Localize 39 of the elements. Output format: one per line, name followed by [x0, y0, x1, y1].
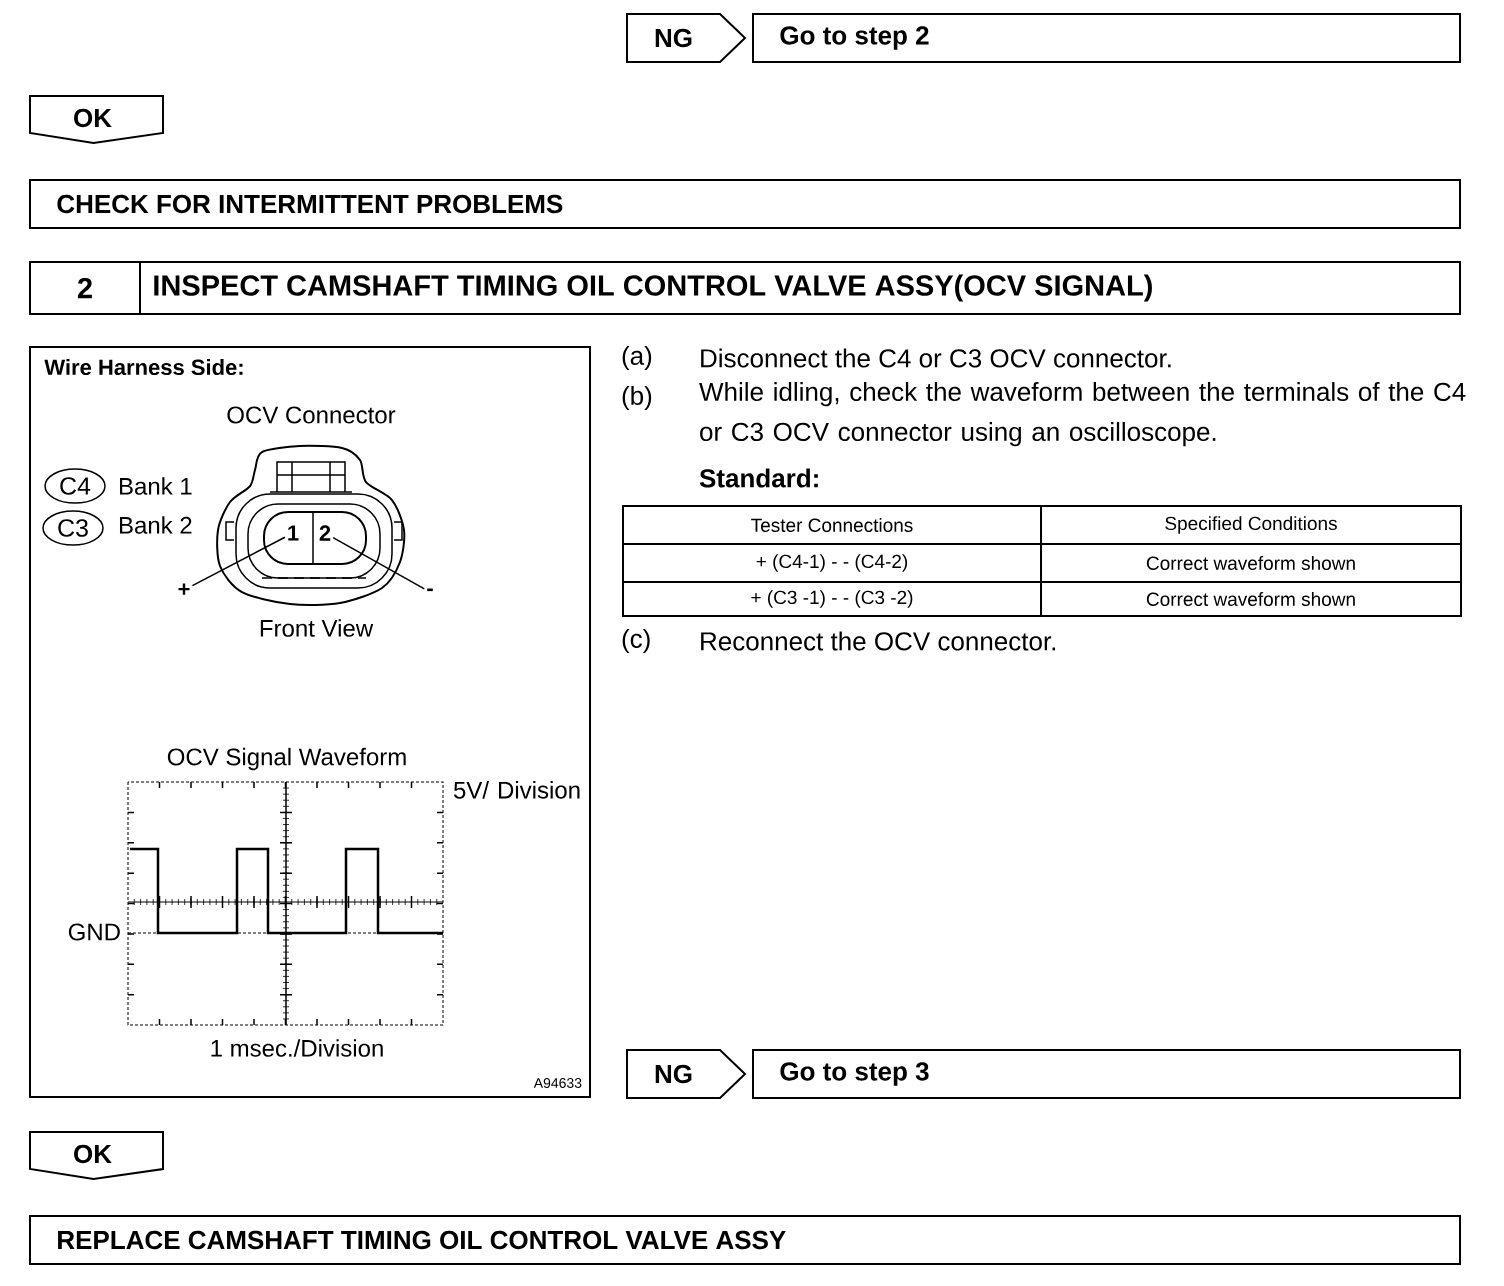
bank-label: Bank 1 — [120, 477, 192, 495]
graph-title: OCV Signal Waveform — [167, 747, 406, 771]
axis-scale-label: 1 msec./Division — [211, 1039, 383, 1057]
table-cell: + (C4-1) - - (C4-2) — [622, 543, 1042, 583]
polarity-label: + — [178, 583, 190, 595]
polarity-label: - — [427, 588, 433, 592]
connector-code: C4 — [44, 468, 106, 504]
table-cell: + (C3 -1) - - (C3 -2) — [622, 581, 1042, 617]
figure-code: A94633 — [533, 1078, 582, 1088]
result-tag: OK — [29, 95, 164, 145]
table-cell: Correct waveform shown — [1040, 543, 1462, 583]
instruction-text: While idling, check the waveform between the terminals of the C4 or C3 OCV connector using an oscilloscope. — [699, 382, 1466, 447]
pin-number: 1 — [288, 525, 299, 541]
step-letter: (c) — [622, 628, 650, 654]
bank-label: Bank 2 — [120, 516, 192, 534]
leader-line — [191, 536, 286, 587]
connector-code: C3 — [42, 510, 104, 546]
result-tag: NG — [626, 13, 747, 63]
pin-number: 2 — [319, 525, 331, 541]
table-header: Specified Conditions — [1040, 505, 1462, 545]
action-box: CHECK FOR INTERMITTENT PROBLEMS — [29, 179, 1461, 229]
axis-scale-label: 5V/ Division — [453, 781, 580, 799]
table-cell: Correct waveform shown — [1040, 581, 1462, 617]
result-tag: OK — [29, 1131, 164, 1181]
action-box: REPLACE CAMSHAFT TIMING OIL CONTROL VALVE ASSY — [29, 1215, 1461, 1265]
step-letter: (a) — [622, 345, 652, 371]
next-step-box: Go to step 2 — [752, 13, 1461, 63]
instruction-text: Reconnect the OCV connector. — [701, 631, 1056, 651]
axis-label: GND — [68, 923, 120, 941]
table-header: Tester Connections — [622, 505, 1042, 545]
view-label: Front View — [260, 619, 374, 637]
drawing-title: OCV Connector — [227, 406, 396, 424]
result-tag: NG — [626, 1049, 747, 1099]
step-letter: (b) — [622, 385, 652, 411]
leader-line — [332, 536, 426, 590]
next-step-box: Go to step 3 — [752, 1049, 1461, 1099]
step-header: 2 INSPECT CAMSHAFT TIMING OIL CONTROL VALVE ASSY(OCV SIGNAL) — [29, 261, 1461, 315]
instruction-text: Disconnect the C4 or C3 OCV connector. — [701, 348, 1171, 368]
standard-heading: Standard: — [699, 468, 818, 488]
